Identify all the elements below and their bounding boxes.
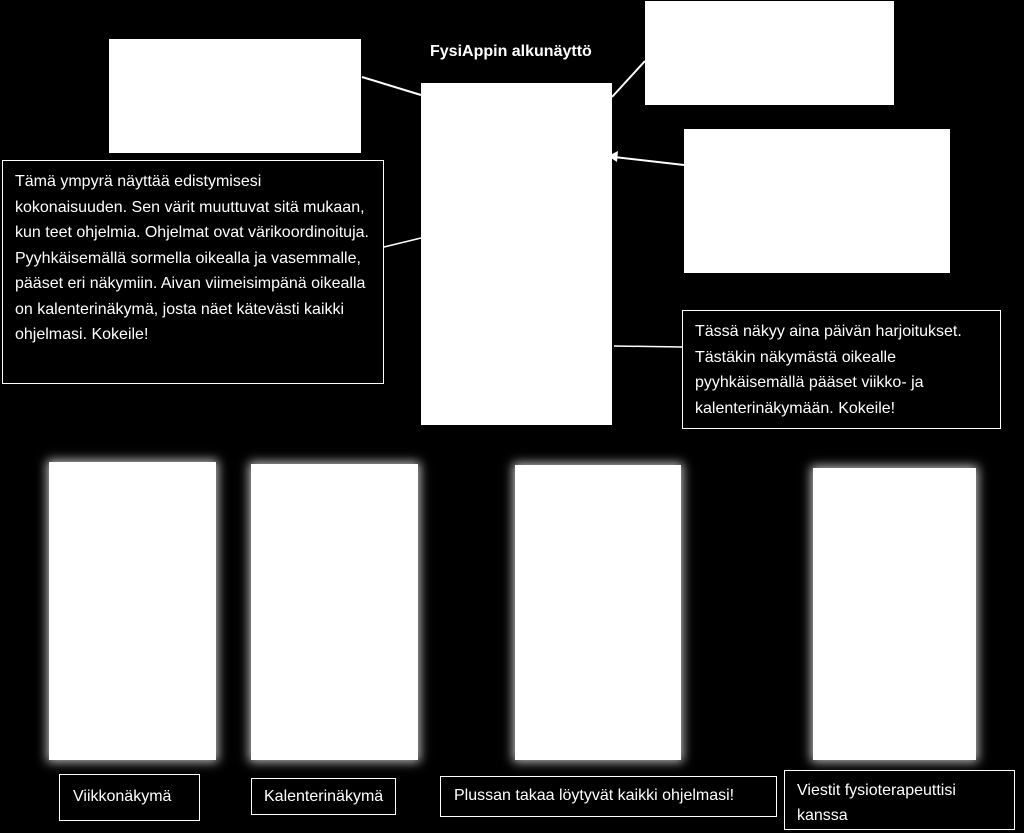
caption-all-programs-text: Plussan takaa löytyvät kaikki ohjelmasi! xyxy=(454,787,735,804)
screenshot-placeholder-right xyxy=(684,129,950,273)
callout-progress-circle: Tämä ympyrä näyttää edistymisesi kokonai… xyxy=(2,160,384,384)
screenshot-placeholder-top-right xyxy=(645,1,894,105)
connector-progress-circle xyxy=(383,237,422,248)
page-title: FysiAppin alkunäyttö xyxy=(430,43,592,60)
connector-top-left xyxy=(361,76,422,96)
home-screen-phone xyxy=(421,83,612,425)
caption-messages-text: Viestit fysioterapeuttisi kanssa xyxy=(797,782,956,824)
connector-arrow-right xyxy=(613,156,685,166)
caption-all-programs: Plussan takaa löytyvät kaikki ohjelmasi! xyxy=(440,776,777,817)
caption-calendar-view-text: Kalenterinäkymä xyxy=(264,788,384,805)
caption-calendar-view: Kalenterinäkymä xyxy=(251,778,396,815)
programs-screen xyxy=(515,465,681,760)
week-view-screen xyxy=(49,462,216,760)
callout-daily-exercises-text: Tässä näkyy aina päivän harjoitukset. Tä… xyxy=(695,323,962,417)
arrow-head xyxy=(608,151,618,162)
callout-progress-circle-text: Tämä ympyrä näyttää edistymisesi kokonai… xyxy=(15,173,369,343)
messages-screen xyxy=(813,468,976,760)
calendar-view-screen xyxy=(251,464,418,760)
connector-top-right xyxy=(611,60,646,98)
connector-daily-exercises xyxy=(613,345,683,348)
caption-week-view: Viikkonäkymä xyxy=(59,774,200,821)
caption-week-view-text: Viikkonäkymä xyxy=(73,788,172,805)
screenshot-placeholder-top-left xyxy=(109,39,361,153)
callout-daily-exercises: Tässä näkyy aina päivän harjoitukset. Tä… xyxy=(682,310,1001,429)
caption-messages: Viestit fysioterapeuttisi kanssa xyxy=(784,770,1015,830)
